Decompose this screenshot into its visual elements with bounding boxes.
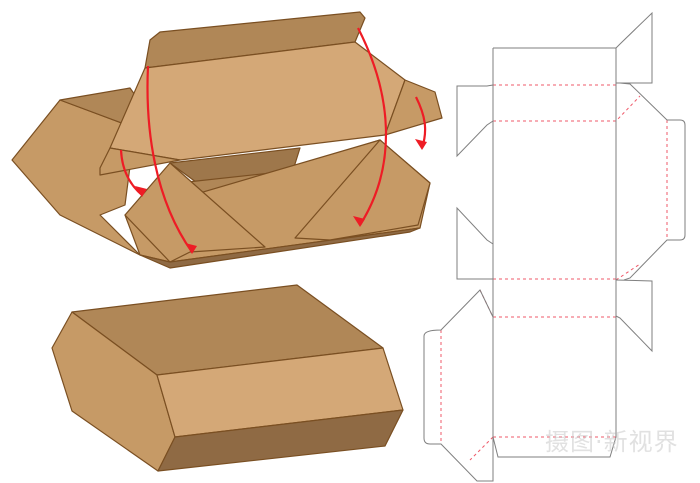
fold-line — [615, 263, 641, 281]
base-bottom-edge — [139, 227, 421, 269]
die-cut-template — [423, 11, 686, 482]
arrow-right-large-icon — [357, 27, 388, 226]
cut-line — [493, 11, 653, 84]
fold-line — [493, 95, 641, 122]
cut-line — [615, 279, 653, 353]
cut-line — [492, 83, 617, 458]
lid-right-flap — [384, 79, 443, 136]
closed-box-3d-view — [51, 284, 404, 472]
front-lower-face — [157, 409, 404, 472]
arrowhead-icon — [415, 139, 427, 150]
arrow-left-large-icon — [146, 65, 193, 253]
watermark: 摄图·新视界 — [545, 428, 679, 456]
fold-line — [469, 436, 494, 461]
right-triangle-flap — [294, 139, 431, 241]
cut-line — [456, 206, 494, 280]
open-box-folding-diagram — [11, 11, 443, 269]
cut-line — [423, 289, 494, 482]
arrowhead-icon — [135, 186, 147, 197]
arrowhead-icon — [185, 243, 197, 254]
cut-line — [456, 84, 494, 158]
lid-left-flap — [99, 147, 181, 176]
cut-line — [623, 119, 686, 281]
arrowhead-icon — [353, 216, 365, 227]
cut-line — [619, 82, 668, 121]
left-triangle-flap — [124, 162, 266, 263]
